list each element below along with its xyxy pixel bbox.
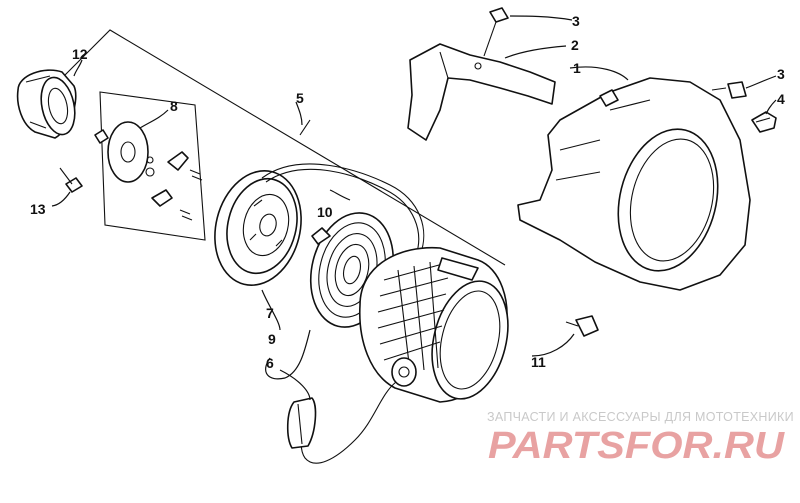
- callout-12: 12: [72, 46, 88, 62]
- callout-3-right: 3: [777, 66, 785, 82]
- callout-1: 1: [573, 60, 581, 76]
- callout-5: 5: [296, 90, 304, 106]
- callout-11: 11: [531, 354, 546, 370]
- part-13-screw: [59, 167, 83, 193]
- part-8-ratchet-kit: [94, 91, 206, 241]
- part-1-fan-housing: [517, 77, 751, 291]
- watermark-logo-text: PARTSFOR.RU: [488, 425, 786, 467]
- part-12-cup: [16, 69, 77, 139]
- callout-8: 8: [170, 98, 178, 114]
- part-3-bolt-top: [483, 7, 509, 57]
- part-6-handle: [286, 381, 397, 464]
- part-5-starter-housing: [359, 246, 509, 403]
- part-2-bracket: [407, 43, 556, 141]
- callout-6: 6: [266, 355, 274, 371]
- callout-9: 9: [268, 331, 276, 347]
- callout-10: 10: [317, 204, 333, 220]
- watermark-tagline: ЗАПЧАСТИ И АКСЕССУАРЫ ДЛЯ МОТОТЕХНИКИ: [487, 410, 794, 424]
- part-11-bolt: [565, 315, 599, 337]
- part-7-pulley: [214, 170, 302, 286]
- part-3-bolt-right: [711, 81, 747, 99]
- watermark-logo: PARTSFOR.RU: [488, 425, 786, 467]
- leader-lines: [51, 15, 777, 401]
- assembly-bracket: [61, 29, 506, 266]
- callout-3-top: 3: [572, 13, 580, 29]
- callout-13: 13: [30, 201, 46, 217]
- callout-7: 7: [266, 305, 274, 321]
- callout-labels: 1 2 3 3 4 5 6 7 8 9 10 11 12 13: [30, 13, 785, 371]
- part-10-rope: [261, 163, 425, 256]
- part-4-clip: [751, 111, 777, 133]
- callout-2: 2: [571, 37, 579, 53]
- callout-4: 4: [777, 91, 785, 107]
